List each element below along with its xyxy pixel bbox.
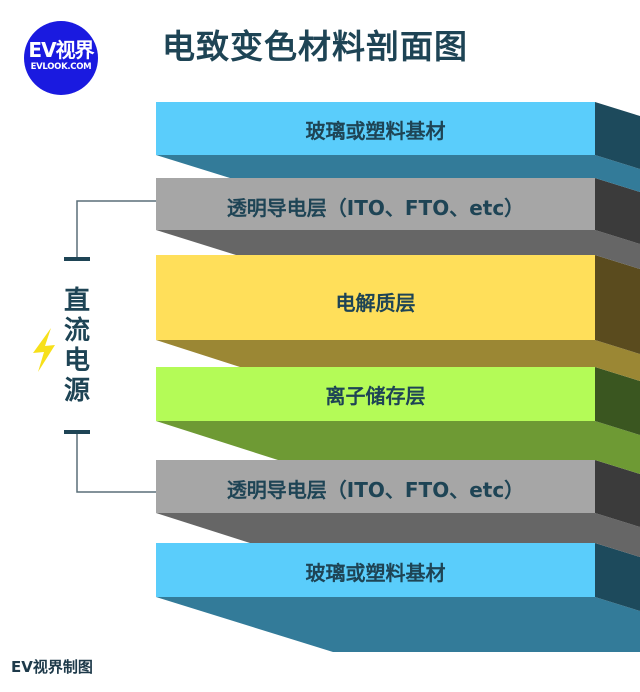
logo-text-url: EVLOOK.COM xyxy=(30,62,92,72)
logo-text-main: EV视界 xyxy=(28,38,94,62)
layer-3-electrolyte xyxy=(156,255,640,381)
layer-label: 玻璃或塑料基材 xyxy=(305,561,446,585)
bottom-wire xyxy=(76,433,156,493)
page-title: 电致变色材料剖面图 xyxy=(162,27,468,66)
battery-terminals xyxy=(64,257,90,434)
circuit-wires xyxy=(76,200,156,493)
evlook-logo: EV视界 EVLOOK.COM xyxy=(24,21,98,95)
layer-5-transparent-conductive xyxy=(156,460,640,557)
layer-2-transparent-conductive xyxy=(156,178,640,269)
layer-1-glass-substrate xyxy=(156,102,640,192)
layer-label: 透明导电层（ITO、FTO、etc） xyxy=(226,478,525,502)
layer-label: 透明导电层（ITO、FTO、etc） xyxy=(226,196,525,220)
layer-label: 离子储存层 xyxy=(325,384,426,408)
negative-terminal xyxy=(64,430,90,434)
dc-power-label: 直流电源 xyxy=(63,286,90,406)
positive-terminal xyxy=(64,257,90,261)
layer-6-glass-substrate xyxy=(156,543,640,652)
top-wire xyxy=(76,200,156,258)
layer-label: 电解质层 xyxy=(335,291,416,315)
layer-label: 玻璃或塑料基材 xyxy=(305,119,446,143)
layer-4-ion-storage xyxy=(156,367,640,474)
credit-footer: EV视界制图 xyxy=(11,658,93,676)
lightning-bolt-icon xyxy=(33,328,55,372)
